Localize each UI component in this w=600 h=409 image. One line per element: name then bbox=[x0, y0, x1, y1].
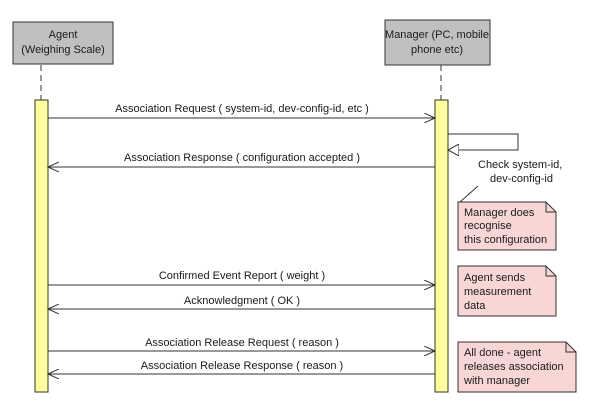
note-measurement-data: Agent sends measurement data bbox=[457, 265, 557, 317]
message-label: Confirmed Event Report ( weight ) bbox=[159, 270, 325, 282]
note-recognise-configuration: Manager does recognise this configuratio… bbox=[457, 185, 557, 251]
message-confirmed-event-report: Confirmed Event Report ( weight ) bbox=[48, 270, 435, 285]
message-label: Acknowledgment ( OK ) bbox=[184, 295, 300, 307]
message-label: Association Request ( system-id, dev-con… bbox=[115, 103, 369, 115]
agent-box bbox=[12, 21, 114, 65]
agent-subtitle: (Weighing Scale) bbox=[21, 44, 105, 56]
message-label: Association Release Request ( reason ) bbox=[145, 337, 339, 349]
note-shape bbox=[457, 265, 557, 317]
agent-activation-bar bbox=[34, 99, 49, 393]
message-label: Association Response ( configuration acc… bbox=[124, 152, 360, 164]
manager-activation-bar bbox=[434, 99, 449, 393]
self-message-label-line2: dev-config-id bbox=[490, 173, 553, 185]
note-line: this configuration bbox=[464, 234, 547, 246]
note-line: All done - agent bbox=[464, 347, 541, 359]
message-label: Association Release Response ( reason ) bbox=[141, 360, 343, 372]
note-line: measurement bbox=[464, 286, 531, 298]
self-message-label-line1: Check system-id, bbox=[478, 159, 562, 171]
note-fold bbox=[545, 202, 556, 213]
message-association-release-response: Association Release Response ( reason ) bbox=[48, 360, 435, 374]
manager-title: Manager (PC, mobile bbox=[385, 29, 489, 41]
message-association-request: Association Request ( system-id, dev-con… bbox=[48, 103, 435, 118]
note-connector bbox=[459, 185, 479, 203]
message-acknowledgment: Acknowledgment ( OK ) bbox=[48, 295, 435, 309]
note-line: Agent sends bbox=[464, 272, 526, 284]
message-association-response: Association Response ( configuration acc… bbox=[48, 152, 435, 167]
note-line: with manager bbox=[463, 375, 530, 387]
manager-subtitle: phone etc) bbox=[411, 44, 463, 56]
self-message-check: Check system-id, dev-config-id bbox=[448, 133, 562, 185]
message-association-release-request: Association Release Request ( reason ) bbox=[48, 337, 435, 351]
note-shape bbox=[457, 201, 557, 251]
agent-title: Agent bbox=[49, 29, 78, 41]
note-line: recognise bbox=[464, 220, 512, 232]
manager-box bbox=[384, 19, 491, 66]
note-fold bbox=[565, 342, 576, 353]
manager-participant: Manager (PC, mobile phone etc) bbox=[384, 19, 491, 66]
note-fold bbox=[545, 266, 556, 277]
agent-participant: Agent (Weighing Scale) bbox=[12, 21, 114, 65]
note-release-association: All done - agent releases association wi… bbox=[457, 341, 577, 393]
note-line: Manager does bbox=[464, 207, 535, 219]
note-shape bbox=[457, 341, 577, 393]
note-line: releases association bbox=[464, 361, 564, 373]
note-line: data bbox=[464, 300, 486, 312]
self-message-arrow bbox=[448, 133, 519, 150]
